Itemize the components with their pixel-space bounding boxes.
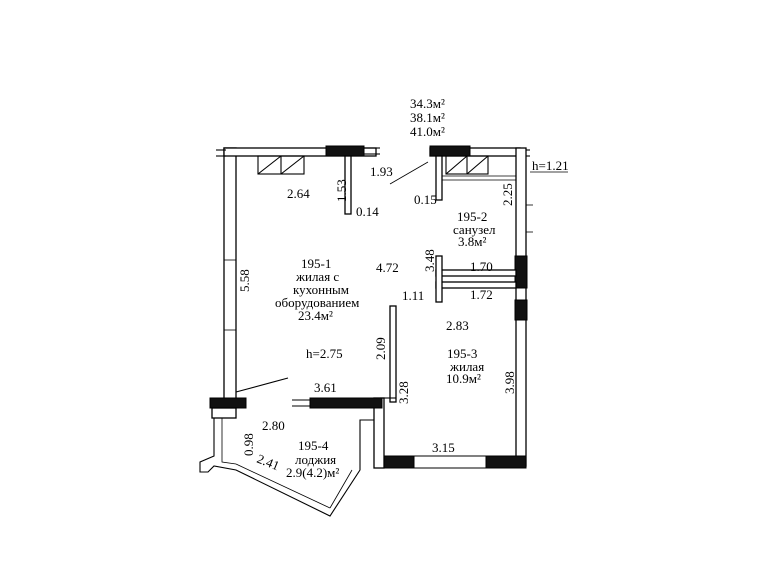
interior-stub — [344, 155, 352, 215]
bath-partition-vertical — [435, 255, 443, 303]
dim-2-41: 2.41 — [255, 451, 282, 473]
room2-id: 195-2 — [457, 209, 487, 224]
room3-name: жилая — [449, 359, 484, 374]
left-wall — [223, 147, 237, 401]
room4-area: 2.9(4.2)м² — [286, 465, 339, 480]
dim-5-58: 5.58 — [237, 269, 252, 292]
room2-name: санузел — [453, 222, 496, 237]
room3-area: 10.9м² — [446, 371, 481, 386]
dim-1-72: 1.72 — [470, 287, 493, 302]
dim-2-09: 2.09 — [373, 337, 388, 360]
total-area-2: 38.1м² — [410, 110, 445, 125]
dim-4-72: 4.72 — [376, 260, 399, 275]
dim-1-93: 1.93 — [370, 164, 393, 179]
bottom-right-wall — [485, 455, 527, 469]
height-bath: h=1.21 — [532, 158, 569, 173]
walls — [209, 145, 533, 469]
dim-0-15: 0.15 — [414, 192, 437, 207]
loggia — [199, 418, 374, 517]
room1-id: 195-1 — [301, 256, 331, 271]
room1-area: 23.4м² — [298, 308, 333, 323]
bath-wall-left — [435, 155, 443, 201]
dim-2-25: 2.25 — [500, 183, 515, 206]
loggia-partition — [309, 397, 383, 409]
total-area-1: 34.3м² — [410, 96, 445, 111]
room1-room3-partition — [389, 305, 397, 403]
room3-id: 195-3 — [447, 346, 477, 361]
dim-2-83: 2.83 — [446, 318, 469, 333]
room1-line1: жилая с — [295, 269, 339, 284]
kitchen-units — [257, 155, 489, 175]
dim-2-64: 2.64 — [287, 186, 310, 201]
loggia-jamb — [209, 397, 247, 409]
room1-line2: кухонным — [293, 282, 349, 297]
room2-area: 3.8м² — [458, 234, 486, 249]
window-right-jamb — [429, 145, 471, 157]
total-area-3: 41.0м² — [410, 124, 445, 139]
room1-line3: оборудованием — [275, 295, 359, 310]
window-left-jamb — [325, 145, 365, 157]
dim-3-28: 3.28 — [396, 381, 411, 404]
ceiling-height: h=2.75 — [306, 346, 343, 361]
area-pointer — [389, 161, 429, 185]
room4-id: 195-4 — [298, 438, 329, 453]
dim-3-98: 3.98 — [502, 371, 517, 394]
dim-1-53: 1.53 — [334, 179, 349, 202]
dim-2-80: 2.80 — [262, 418, 285, 433]
dim-3-61: 3.61 — [314, 380, 337, 395]
dim-0-98: 0.98 — [241, 433, 256, 456]
dim-3-15: 3.15 — [432, 440, 455, 455]
dim-1-70: 1.70 — [470, 259, 493, 274]
labels: 34.3м² 38.1м² 41.0м² 2.64 1.53 0.14 1.93… — [237, 96, 569, 480]
dim-1-11: 1.11 — [402, 288, 424, 303]
dim-3-48: 3.48 — [422, 249, 437, 272]
room4-name: лоджия — [295, 452, 336, 467]
dim-0-14: 0.14 — [356, 204, 379, 219]
